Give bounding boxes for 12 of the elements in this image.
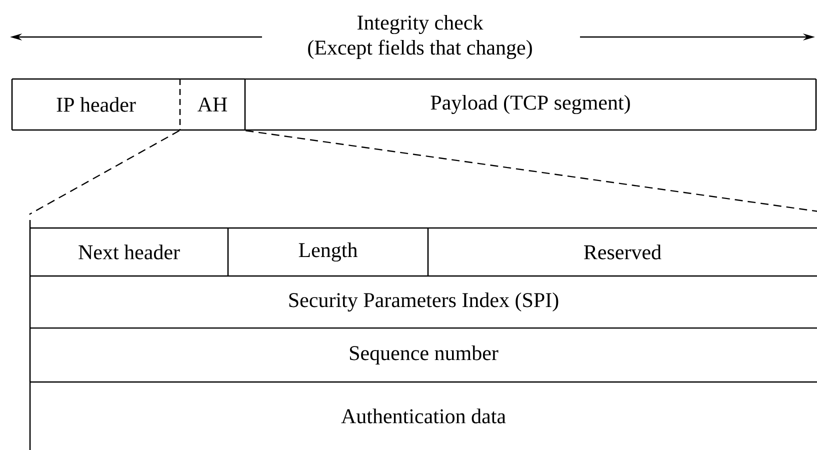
dimension-label: Integrity check (Except fields that change) bbox=[308, 14, 532, 60]
field-cell: Payload (TCP segment) bbox=[245, 78, 817, 131]
field-cell: Length bbox=[228, 227, 428, 277]
field-cell: Sequence number bbox=[29, 328, 817, 383]
zoom-line bbox=[29, 130, 180, 215]
field-cell: IP header bbox=[11, 78, 180, 131]
field-cell: Reserved bbox=[427, 227, 817, 277]
field-cell: Next header bbox=[29, 220, 229, 277]
field-cell: Authentication data bbox=[29, 382, 506, 450]
zoom-line bbox=[246, 130, 817, 212]
field-cell: Security Parameters Index (SPI) bbox=[29, 276, 817, 329]
field-cell: AH bbox=[179, 78, 246, 131]
